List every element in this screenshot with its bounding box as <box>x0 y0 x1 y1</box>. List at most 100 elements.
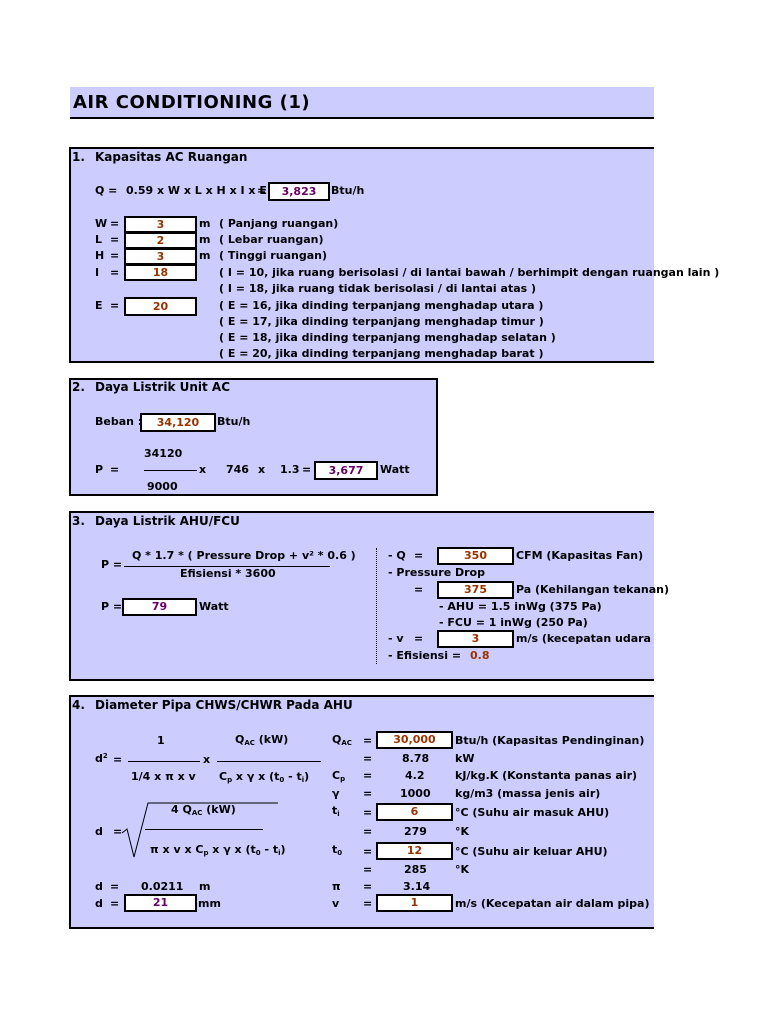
section-2-number: 2. <box>72 380 85 394</box>
ti-kelvin-value: 279 <box>404 825 427 838</box>
q-param-unit: CFM (Kapasitas Fan) <box>516 549 644 562</box>
kw-equals: = <box>363 752 373 765</box>
e-equals: = <box>110 299 120 312</box>
pressure-drop-input[interactable]: 375 <box>437 581 514 599</box>
power-unit: Watt <box>380 463 410 476</box>
i-note-2: ( I = 18, jika ruang tidak berisolasi / … <box>219 282 537 295</box>
v-param-label: - v <box>388 632 404 645</box>
ti-label: ti <box>332 804 340 818</box>
h-input[interactable]: 3 <box>124 248 197 265</box>
d-squared-label: d2 <box>95 752 108 765</box>
times-sign: x <box>203 753 211 766</box>
h-note: ( Tinggi ruangan) <box>219 249 327 262</box>
h-label: H <box>95 249 105 262</box>
section-4-number: 4. <box>72 698 85 712</box>
ahu-note: - AHU = 1.5 inWg (375 Pa) <box>439 600 602 613</box>
fraction-2-numerator: QAC (kW) <box>235 733 289 747</box>
fraction-line <box>144 470 197 471</box>
l-input[interactable]: 2 <box>124 232 197 249</box>
beban-input[interactable]: 34,120 <box>140 413 216 432</box>
kw-value: 8.78 <box>402 752 430 765</box>
d-m-unit: m <box>199 880 211 893</box>
l-label: L <box>95 233 103 246</box>
w-label: W <box>95 217 108 230</box>
pi-equals: = <box>363 880 373 893</box>
to-input[interactable]: 12 <box>376 842 453 860</box>
power-value-cell[interactable]: 3,677 <box>314 461 378 480</box>
h-equals: = <box>110 249 120 262</box>
ti-unit: °C (Suhu air masuk AHU) <box>455 806 610 819</box>
beban-label: Beban : <box>95 415 143 428</box>
qac-equals: = <box>363 734 373 747</box>
p-label: P <box>95 463 104 476</box>
d-squared-equals: = <box>113 753 123 766</box>
section-4-panel <box>69 695 654 929</box>
w-unit: m <box>199 217 211 230</box>
constant-1-3: 1.3 <box>280 463 300 476</box>
qac-unit: Btu/h (Kapasitas Pendinginan) <box>455 734 645 747</box>
d-mm-label: d <box>95 897 103 910</box>
l-unit: m <box>199 233 211 246</box>
d-mm-value-cell[interactable]: 21 <box>124 894 197 912</box>
to-equals: = <box>363 845 373 858</box>
l-note: ( Lebar ruangan) <box>219 233 324 246</box>
i-equals: = <box>110 266 120 279</box>
qac-input[interactable]: 30,000 <box>376 731 453 749</box>
section-1-number: 1. <box>72 150 85 164</box>
section-3-number: 3. <box>72 514 85 528</box>
e-note: ( E = 20, jika dinding terpanjang mengha… <box>219 347 544 360</box>
d-equals: = <box>113 825 123 838</box>
e-label: E <box>95 299 103 312</box>
p-equals: = <box>110 463 120 476</box>
p-label: P = <box>101 558 123 571</box>
v-param-input[interactable]: 3 <box>437 630 514 648</box>
page-title: AIR CONDITIONING (1) <box>73 92 311 113</box>
fan-power-value-cell[interactable]: 79 <box>122 598 197 616</box>
i-input[interactable]: 18 <box>124 264 197 281</box>
divider <box>376 548 378 664</box>
section-2-panel <box>69 378 438 496</box>
water-velocity-unit: m/s (Kecepatan air dalam pipa) <box>455 897 650 910</box>
w-input[interactable]: 3 <box>124 216 197 233</box>
i-note-1: ( I = 10, jika ruang berisolasi / di lan… <box>219 266 720 279</box>
cp-label: Cp <box>332 769 346 783</box>
section-1-heading: Kapasitas AC Ruangan <box>95 150 248 164</box>
fraction-2-denominator: Cp x γ x (t0 - ti) <box>219 770 310 784</box>
e-note: ( E = 18, jika dinding terpanjang mengha… <box>219 331 556 344</box>
ti-input[interactable]: 6 <box>376 803 453 821</box>
q-value-cell[interactable]: 3,823 <box>268 182 330 201</box>
fraction-1-numerator: 1 <box>157 734 165 747</box>
q-formula: 0.59 x W x L x H x I x E <box>126 184 267 197</box>
d-m-value: 0.0211 <box>141 880 184 893</box>
e-note: ( E = 17, jika dinding terpanjang mengha… <box>219 315 544 328</box>
beban-unit: Btu/h <box>217 415 251 428</box>
times-sign: x <box>199 463 207 476</box>
d-mm-unit: mm <box>198 897 221 910</box>
q-unit: Btu/h <box>331 184 365 197</box>
efficiency-label: - Efisiensi = <box>388 649 462 662</box>
d-m-equals: = <box>110 880 120 893</box>
water-velocity-input[interactable]: 1 <box>376 894 453 912</box>
efficiency-value[interactable]: 0.8 <box>470 649 490 662</box>
v-param-unit: m/s (kecepatan udara kelu <box>516 632 654 645</box>
fan-power-unit: Watt <box>199 600 229 613</box>
pressure-drop-label: - Pressure Drop <box>388 566 485 579</box>
equals-sign: = <box>302 463 312 476</box>
qac-label: QAC <box>332 733 352 747</box>
water-velocity-label: v <box>332 897 340 910</box>
fraction-1-denominator: 1/4 x π x v <box>131 770 196 783</box>
kw-unit: kW <box>455 752 475 765</box>
fraction-line <box>128 761 200 762</box>
fraction-line <box>217 761 321 762</box>
e-input[interactable]: 20 <box>124 297 197 316</box>
sqrt-denominator: π x v x Cp x γ x (t0 - ti) <box>150 843 286 857</box>
to-label: t0 <box>332 843 343 857</box>
numerator: 34120 <box>144 447 183 460</box>
times-sign: x <box>258 463 266 476</box>
q-label: Q = <box>95 184 118 197</box>
q-param-input[interactable]: 350 <box>437 547 514 565</box>
density-label: γ <box>332 787 340 800</box>
w-note: ( Panjang ruangan) <box>219 217 339 230</box>
sqrt-sign <box>121 802 278 858</box>
section-4-heading: Diameter Pipa CHWS/CHWR Pada AHU <box>95 698 353 712</box>
